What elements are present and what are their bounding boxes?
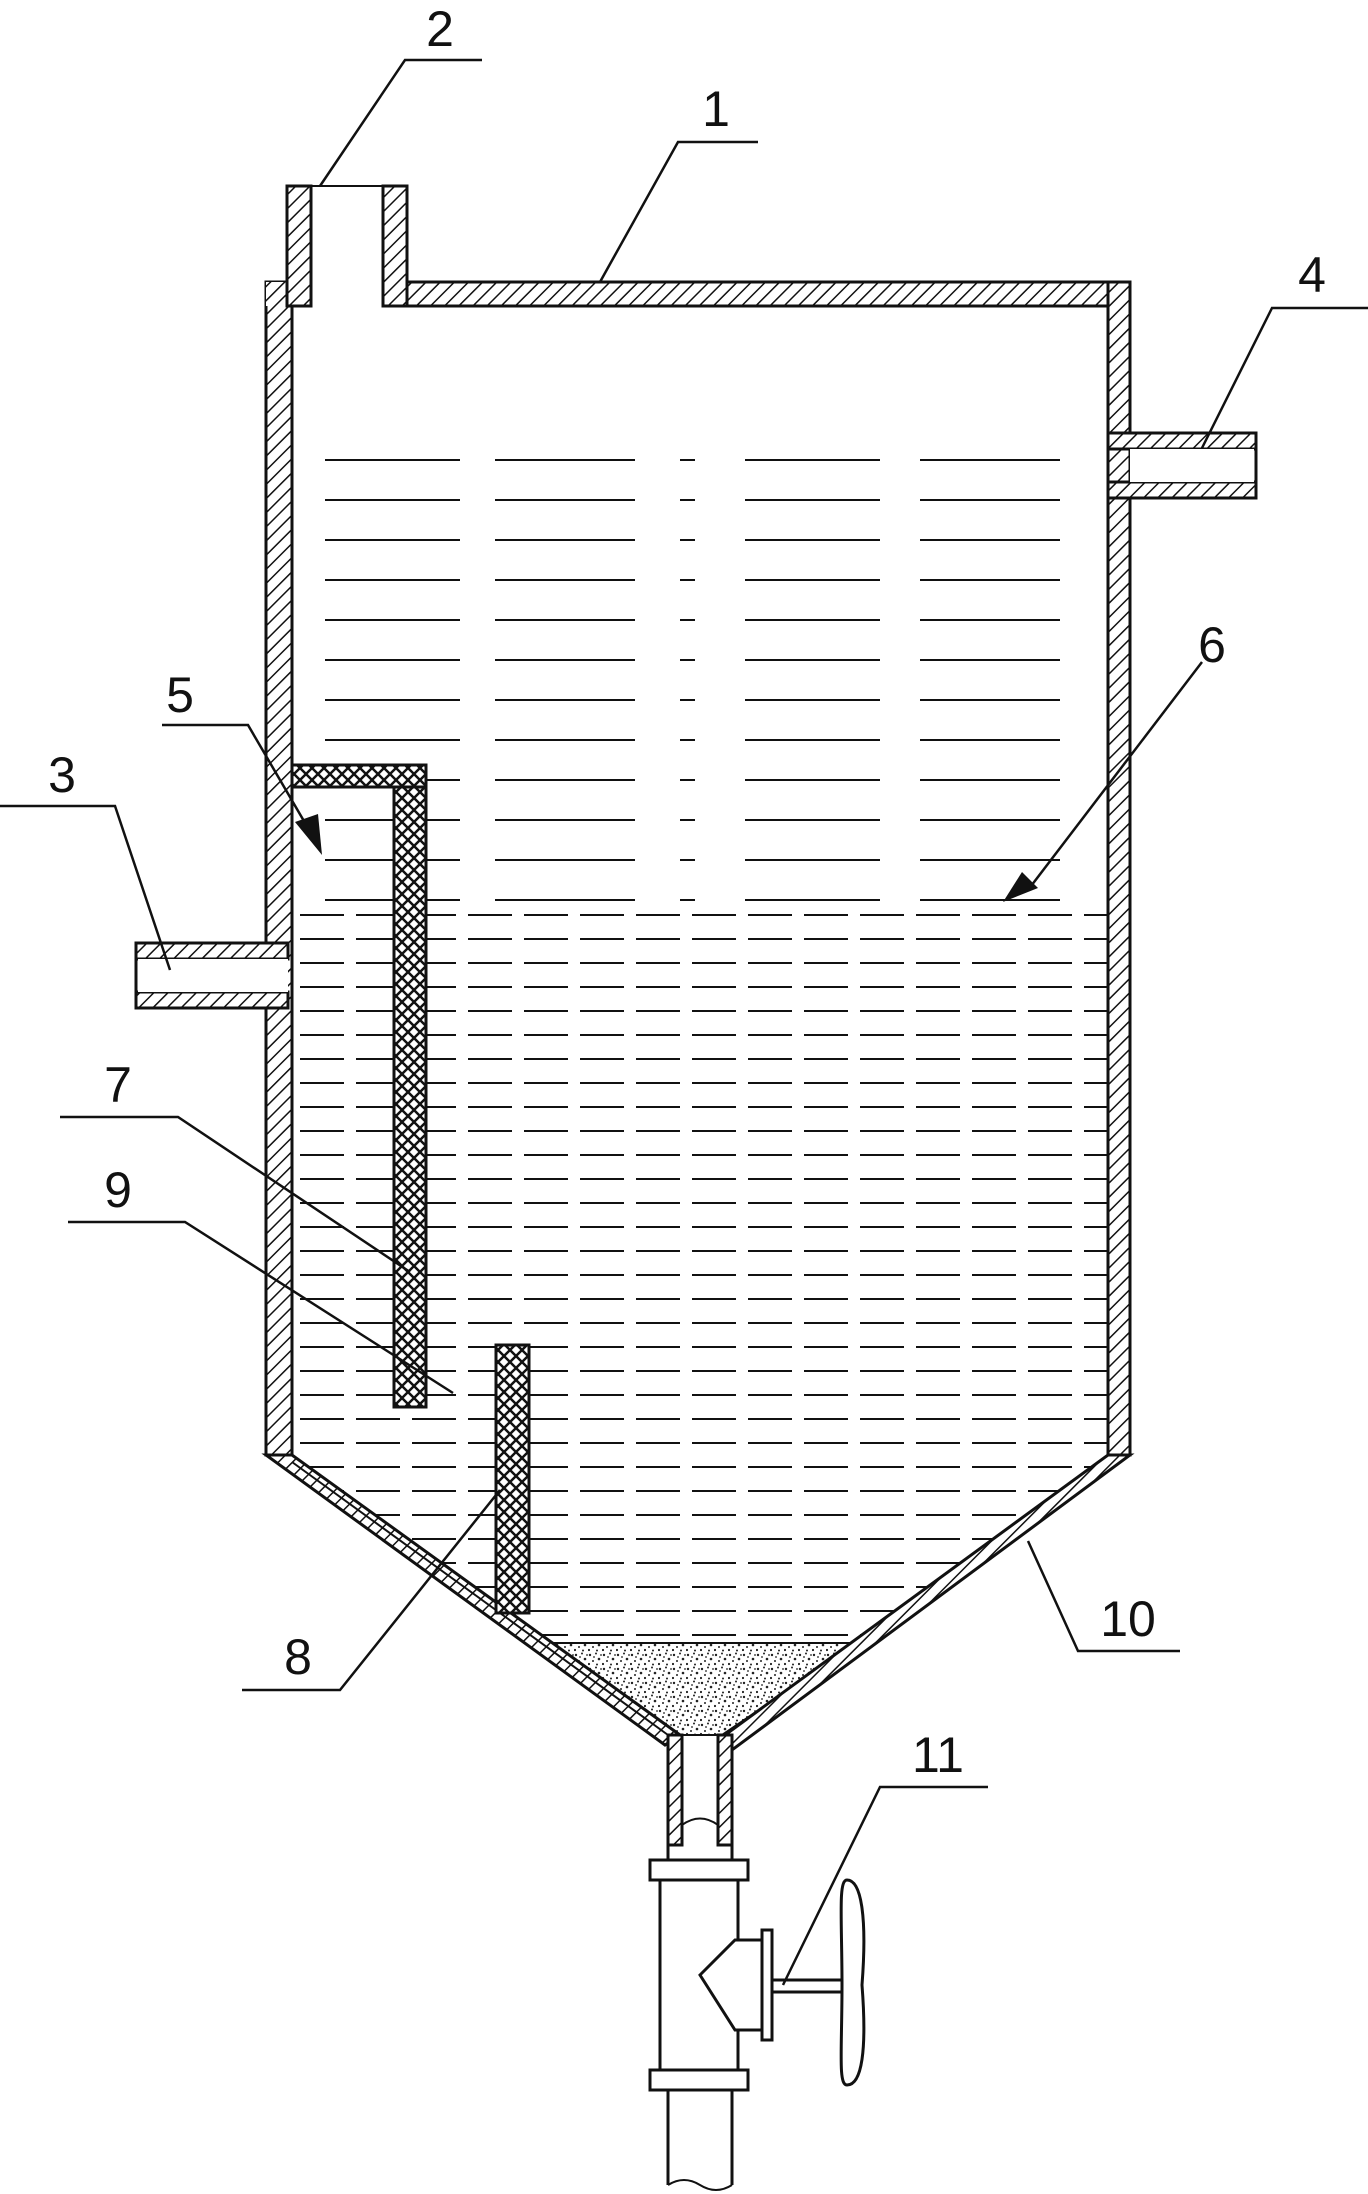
label-6: 6 — [1198, 617, 1226, 673]
liquid-level-lines — [300, 459, 1108, 1636]
inlet-baffle — [290, 763, 428, 1409]
arrowhead-6 — [1003, 872, 1038, 902]
right-outlet-pipe — [1106, 431, 1258, 500]
label-7: 7 — [104, 1057, 132, 1113]
drain-valve-assembly — [648, 1733, 866, 2191]
settling-plate — [494, 1343, 531, 1615]
label-1: 1 — [702, 81, 730, 137]
label-10: 10 — [1100, 1591, 1156, 1647]
label-2: 2 — [426, 1, 454, 57]
label-8: 8 — [284, 1629, 312, 1685]
label-4: 4 — [1298, 247, 1326, 303]
label-5: 5 — [166, 667, 194, 723]
label-9: 9 — [104, 1162, 132, 1218]
tank-shell — [261, 280, 1135, 1753]
top-inlet-nozzle — [285, 184, 409, 308]
label-3: 3 — [48, 747, 76, 803]
part-labels — [0, 58, 1368, 1986]
label-11: 11 — [912, 1727, 964, 1783]
arrowhead-5 — [295, 814, 322, 855]
left-inlet-pipe — [134, 941, 290, 1010]
cone-bottom — [723, 1453, 1135, 1753]
